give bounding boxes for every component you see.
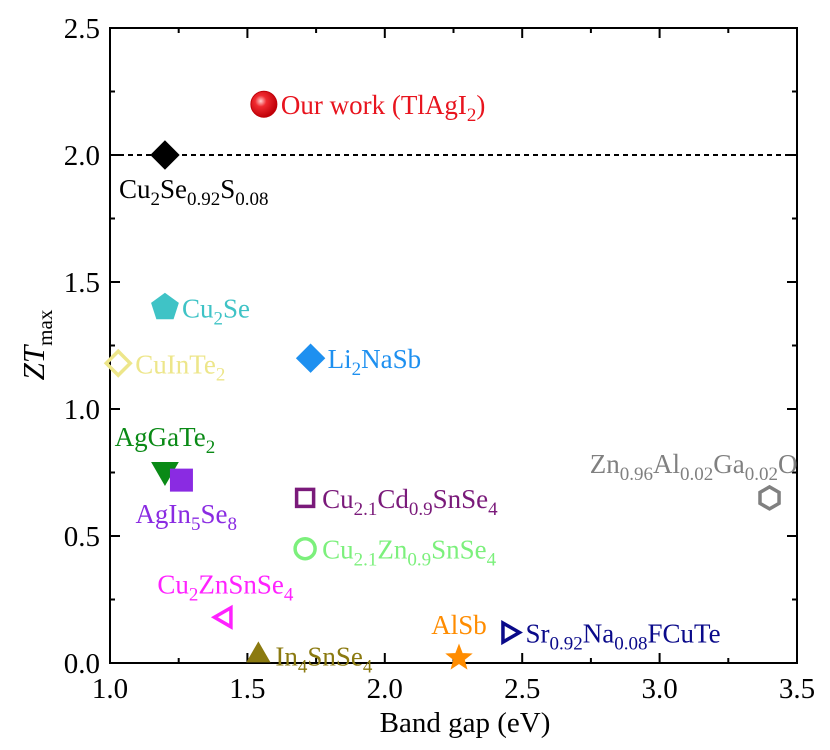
data-point bbox=[169, 468, 193, 492]
x-tick-label: 2.0 bbox=[367, 673, 403, 705]
data-point bbox=[210, 604, 233, 630]
point-label: CuInTe2 bbox=[135, 349, 225, 385]
point-label: In4SnSe4 bbox=[275, 641, 373, 677]
y-tick-label: 2.5 bbox=[64, 13, 100, 45]
data-point bbox=[250, 90, 278, 118]
data-point bbox=[150, 140, 180, 170]
point-label: Li2NaSb bbox=[328, 344, 422, 380]
data-point bbox=[246, 641, 271, 663]
axes: 1.0 1.5 2.0 2.5 3.0 3.5 0.0 0.5 1.0 1.5 2.0 2.5 bbox=[64, 13, 815, 705]
x-axis-label: Band gap (eV) bbox=[380, 707, 551, 739]
y-axis-label-sub: max bbox=[33, 309, 57, 346]
point-label: Our work (TlAgI2) bbox=[281, 90, 485, 126]
data-point bbox=[151, 292, 179, 320]
data-point bbox=[103, 348, 133, 378]
data-point bbox=[294, 487, 316, 509]
y-axis-label-main: ZT bbox=[16, 343, 51, 380]
point-label: AgGaTe2 bbox=[115, 422, 216, 458]
point-label: AgIn5Se8 bbox=[135, 499, 237, 535]
data-points bbox=[103, 90, 781, 670]
point-label: Cu2Se bbox=[182, 293, 250, 329]
x-tick-label: 3.0 bbox=[641, 673, 677, 705]
point-label: Sr0.92Na0.08FCuTe bbox=[525, 619, 720, 655]
point-label: Cu2.1Zn0.9SnSe4 bbox=[322, 535, 497, 571]
point-label: Cu2.1Cd0.9SnSe4 bbox=[322, 484, 498, 520]
point-label: Zn0.96Al0.02Ga0.02O bbox=[590, 449, 798, 485]
y-axis-label: ZTmax bbox=[16, 309, 57, 380]
x-tick-label: 1.0 bbox=[92, 673, 128, 705]
point-label: Cu2Se0.92S0.08 bbox=[119, 174, 269, 210]
x-tick-label: 1.5 bbox=[229, 673, 265, 705]
y-tick-label: 0.5 bbox=[64, 521, 100, 553]
plot-frame bbox=[109, 27, 798, 664]
data-point bbox=[445, 643, 473, 670]
x-tick-label: 3.5 bbox=[779, 673, 815, 705]
point-label: Cu2ZnSnSe4 bbox=[157, 569, 294, 605]
data-point bbox=[295, 343, 326, 373]
y-tick-label: 2.0 bbox=[64, 140, 100, 172]
y-tick-label: 0.0 bbox=[64, 648, 100, 680]
point-label: AlSb bbox=[431, 610, 487, 640]
x-tick-label: 2.5 bbox=[504, 673, 540, 705]
y-tick-label: 1.5 bbox=[64, 267, 100, 299]
data-point bbox=[501, 619, 523, 646]
data-point bbox=[758, 484, 781, 511]
y-tick-label: 1.0 bbox=[64, 394, 100, 426]
point-labels: Our work (TlAgI2) Cu2Se0.92S0.08Cu2SeCuIn… bbox=[115, 90, 798, 677]
data-point bbox=[293, 536, 317, 561]
